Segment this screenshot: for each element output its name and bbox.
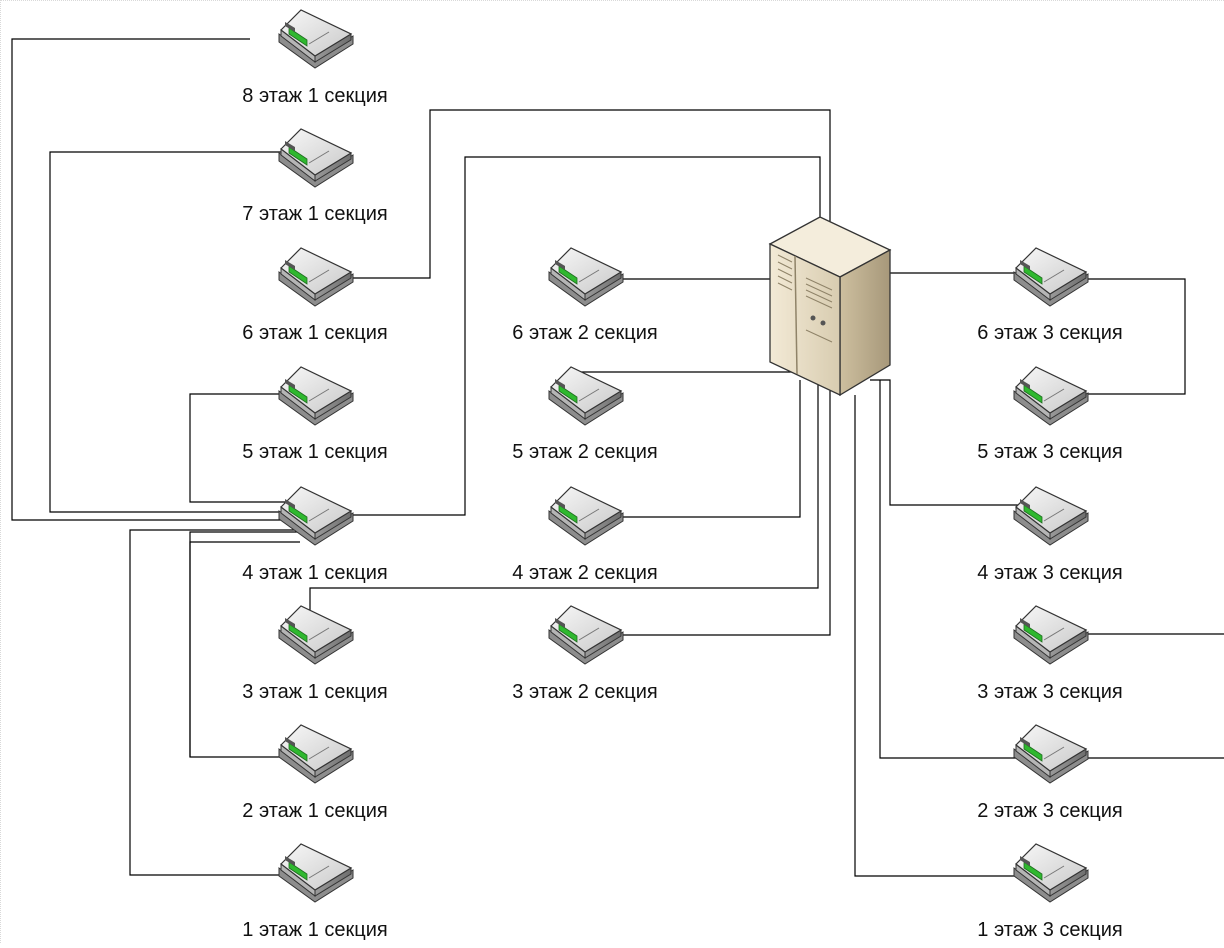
label-6-1: 6 этаж 1 секция — [242, 322, 387, 344]
label-1-1: 1 этаж 1 секция — [242, 919, 387, 941]
switch-4-3: 4 этаж 3 секция — [977, 486, 1123, 584]
link-3-2-server — [615, 385, 831, 636]
network-switch-icon — [548, 605, 624, 665]
network-switch-icon — [278, 247, 354, 307]
link-1-1 — [129, 529, 300, 876]
link-7-1 — [49, 151, 300, 513]
connection-lines — [11, 38, 1224, 877]
network-switch-icon — [1013, 247, 1089, 307]
switch-3-2: 3 этаж 2 секция — [512, 605, 658, 703]
label-4-2: 4 этаж 2 секция — [512, 562, 657, 584]
network-switch-icon — [278, 605, 354, 665]
link-2-1 — [189, 541, 300, 757]
label-5-3: 5 этаж 3 секция — [977, 441, 1122, 463]
label-8-1: 8 этаж 1 секция — [242, 85, 387, 107]
network-switch-icon — [1013, 366, 1089, 426]
network-switch-icon — [278, 843, 354, 903]
server-tower-icon — [768, 216, 892, 397]
network-switch-icon — [1013, 724, 1089, 784]
label-5-1: 5 этаж 1 секция — [242, 441, 387, 463]
network-switch-icon — [278, 128, 354, 188]
network-switch-icon — [278, 366, 354, 426]
network-switch-icon — [548, 486, 624, 546]
switch-7-1: 7 этаж 1 секция — [242, 128, 388, 225]
switch-1-1: 1 этаж 1 секция — [242, 843, 388, 941]
link-3-1-server — [309, 370, 819, 615]
label-3-3: 3 этаж 3 секция — [977, 681, 1122, 703]
switch-8-1: 8 этаж 1 секция — [242, 9, 388, 107]
label-6-2: 6 этаж 2 секция — [512, 322, 657, 344]
network-switch-icon — [278, 9, 354, 69]
switch-3-3: 3 этаж 3 секция — [977, 605, 1123, 703]
network-switch-icon — [1013, 605, 1089, 665]
label-3-1: 3 этаж 1 секция — [242, 681, 387, 703]
link-6-3-5-3 — [1085, 278, 1186, 395]
label-4-3: 4 этаж 3 секция — [977, 562, 1122, 584]
network-switch-icon — [1013, 843, 1089, 903]
label-6-3: 6 этаж 3 секция — [977, 322, 1122, 344]
label-5-2: 5 этаж 2 секция — [512, 441, 657, 463]
switch-3-1: 3 этаж 1 секция — [242, 605, 388, 703]
switch-1-3: 1 этаж 3 секция — [977, 843, 1123, 941]
link-2-3-server — [879, 380, 1224, 759]
switch-6-2: 6 этаж 2 секция — [512, 247, 658, 344]
switch-5-3: 5 этаж 3 секция — [977, 366, 1123, 463]
network-switch-icon — [278, 486, 354, 546]
link-4-2-server — [615, 380, 801, 518]
switch-2-1: 2 этаж 1 секция — [242, 724, 388, 822]
link-4-1-server — [330, 156, 821, 516]
switch-5-1: 5 этаж 1 секция — [242, 366, 388, 463]
switch-6-3: 6 этаж 3 секция — [977, 247, 1123, 344]
label-1-3: 1 этаж 3 секция — [977, 919, 1122, 941]
link-8-1 — [11, 38, 300, 521]
label-4-1: 4 этаж 1 секция — [242, 562, 387, 584]
switch-2-3: 2 этаж 3 секция — [977, 724, 1123, 822]
network-switch-icon — [548, 247, 624, 307]
switch-4-2: 4 этаж 2 секция — [512, 486, 658, 584]
switch-6-1: 6 этаж 1 секция — [242, 247, 388, 344]
link-6-1-server — [320, 109, 831, 279]
network-switch-icon — [278, 724, 354, 784]
network-switch-icon — [1013, 486, 1089, 546]
switch-4-1: 4 этаж 1 секция — [242, 486, 388, 584]
link-5-1 — [189, 393, 300, 503]
label-3-2: 3 этаж 2 секция — [512, 681, 657, 703]
switch-5-2: 5 этаж 2 секция — [512, 366, 658, 463]
label-7-1: 7 этаж 1 секция — [242, 203, 387, 225]
link-1-3-server — [854, 395, 1030, 877]
network-switch-icon — [548, 366, 624, 426]
label-2-1: 2 этаж 1 секция — [242, 800, 387, 822]
label-2-3: 2 этаж 3 секция — [977, 800, 1122, 822]
